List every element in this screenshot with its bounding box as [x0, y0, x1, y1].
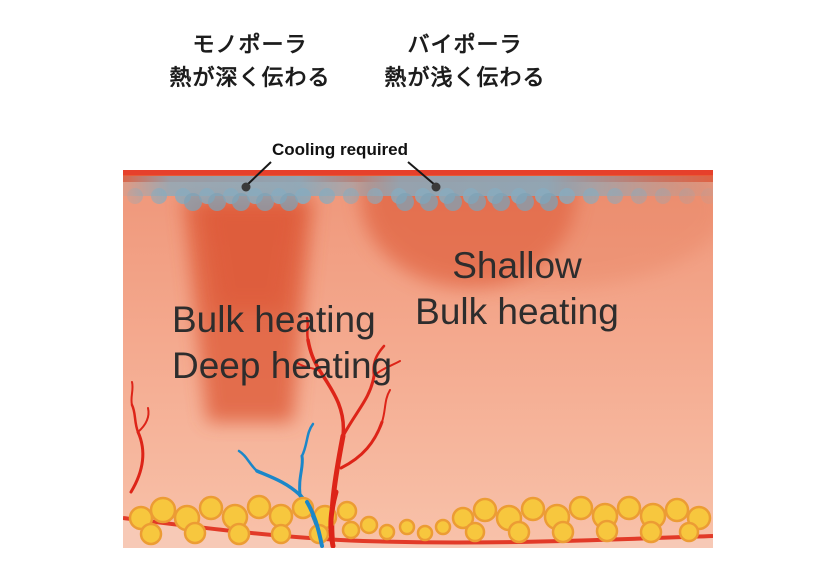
bipolar-header: バイポーラ 熱が浅く伝わる: [355, 28, 575, 94]
bipolar-heating-label: Shallow Bulk heating: [397, 243, 637, 335]
cooling-required-label: Cooling required: [272, 140, 408, 159]
monopolar-heating-label: Bulk heating Deep heating: [172, 297, 392, 389]
skin-diagram: Bulk heating Deep heating Shallow Bulk h…: [123, 170, 713, 548]
cooling-zone: [123, 176, 713, 211]
monopolar-heat-core: [201, 202, 301, 310]
monopolar-heating-line1: Bulk heating: [172, 299, 376, 340]
skin-illustration: [123, 170, 713, 548]
left-red-vessel: [129, 381, 150, 494]
bipolar-title: バイポーラ: [407, 32, 523, 57]
cooling-contact-dot-right: [431, 182, 441, 192]
cooling-pointer-lines: [241, 161, 441, 192]
cooling-zone-deep-waves: [184, 193, 558, 211]
vessel-trunks-through-fat: [305, 489, 339, 548]
cooling-contact-dot-left: [241, 182, 251, 192]
muscle-line: [123, 516, 713, 545]
monopolar-heating-line2: Deep heating: [172, 345, 393, 386]
epidermis-top-line: [123, 170, 713, 175]
cooling-pointer-left-line: [246, 161, 272, 186]
bipolar-subtitle: 熱が浅く伝わる: [384, 65, 546, 90]
subcutaneous-layer: [123, 520, 713, 548]
bipolar-heating-line2: Bulk heating: [415, 291, 619, 332]
monopolar-subtitle: 熱が深く伝わる: [169, 65, 331, 90]
monopolar-header: モノポーラ 熱が深く伝わる: [140, 28, 360, 94]
bipolar-heating-line1: Shallow: [452, 245, 582, 286]
cooling-pointer-right-line: [407, 161, 436, 186]
monopolar-title: モノポーラ: [192, 32, 308, 57]
